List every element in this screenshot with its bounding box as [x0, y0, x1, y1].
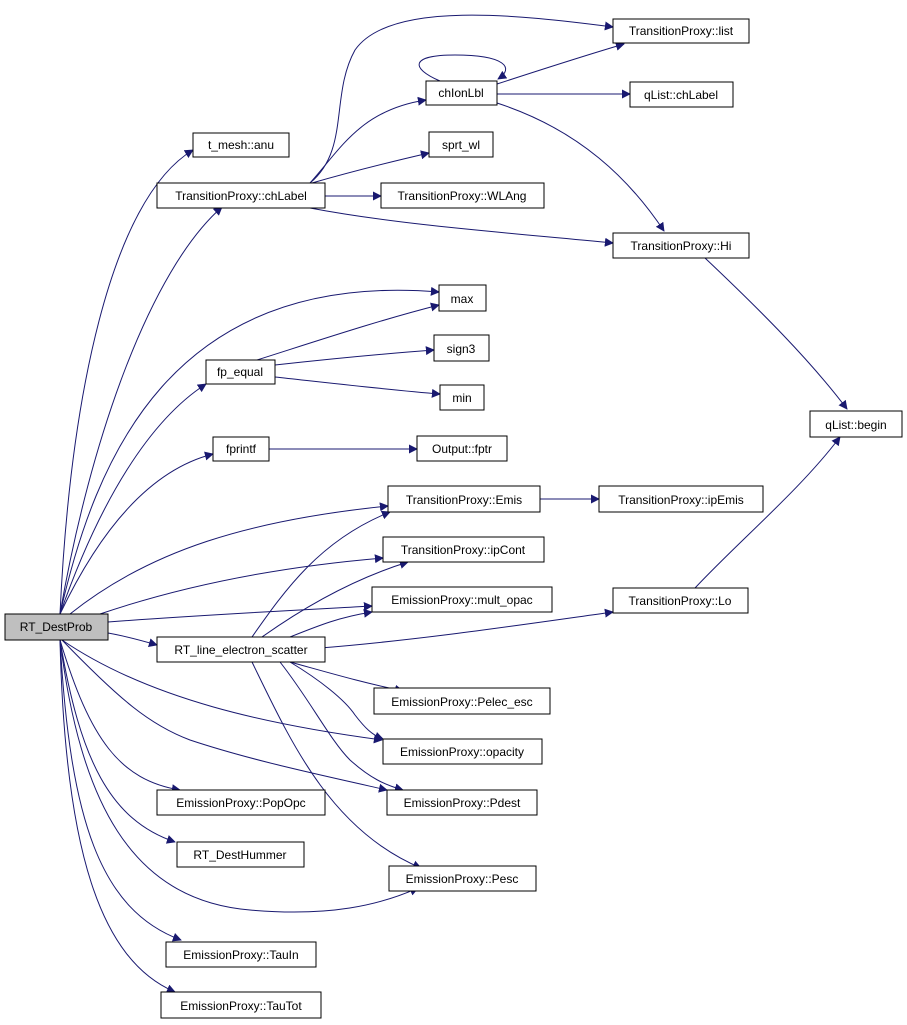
node-transitionproxy-wlang[interactable]: TransitionProxy::WLAng [380, 182, 545, 209]
node-transitionproxy-lo[interactable]: TransitionProxy::Lo [612, 587, 749, 614]
node-label: Output::fptr [432, 442, 492, 456]
node-max[interactable]: max [438, 284, 487, 312]
node-chionlbl[interactable]: chIonLbl [425, 80, 498, 106]
node-label: t_mesh::anu [208, 138, 274, 152]
node-emissionproxy-tautot[interactable]: EmissionProxy::TauTot [160, 991, 322, 1019]
edge-chionlbl-list [496, 41, 625, 85]
node-label: sprt_wl [442, 138, 480, 152]
edge-hi-begin [704, 257, 848, 410]
edge-chionlbl-self [418, 54, 508, 82]
node-label: sign3 [447, 342, 476, 356]
node-transitionproxy-list[interactable]: TransitionProxy::list [612, 18, 750, 44]
node-label: TransitionProxy::ipCont [401, 543, 526, 557]
node-emissionproxy-mult-opac[interactable]: EmissionProxy::mult_opac [371, 586, 553, 613]
node-transitionproxy-chlabel[interactable]: TransitionProxy::chLabel [156, 182, 326, 209]
node-label: RT_DestHummer [193, 848, 286, 862]
node-rt-desthummer[interactable]: RT_DestHummer [176, 841, 305, 868]
node-label: RT_line_electron_scatter [174, 643, 307, 657]
node-label: TransitionProxy::chLabel [175, 189, 307, 203]
node-qlist-chlabel[interactable]: qList::chLabel [629, 81, 734, 108]
node-emissionproxy-pdest[interactable]: EmissionProxy::Pdest [386, 789, 538, 816]
node-label: EmissionProxy::Pelec_esc [391, 695, 532, 709]
edge-fpequal-max [256, 302, 440, 361]
node-label: chIonLbl [438, 86, 483, 100]
node-label: qList::chLabel [644, 88, 718, 102]
node-t-mesh-anu[interactable]: t_mesh::anu [192, 132, 290, 158]
edge-root-emis [69, 502, 389, 615]
edge-linescat-ipcont [261, 560, 409, 638]
node-label: EmissionProxy::Pdest [404, 796, 521, 810]
edge-chlabel-sprtwl [311, 150, 430, 184]
node-transitionproxy-ipemis[interactable]: TransitionProxy::ipEmis [598, 485, 764, 513]
edge-root-tautot [59, 639, 176, 993]
node-label: TransitionProxy::list [629, 24, 734, 38]
edge-linescat-pesc [251, 661, 422, 870]
edge-root-anu [59, 149, 194, 615]
edge-root-fprintf [59, 451, 214, 615]
edge-root-fpequal [59, 383, 207, 615]
node-fp-equal[interactable]: fp_equal [205, 359, 276, 385]
node-label: TransitionProxy::ipEmis [618, 493, 744, 507]
edge-linescat-emis [251, 510, 391, 638]
edges [59, 14, 848, 993]
node-label: EmissionProxy::mult_opac [391, 593, 532, 607]
edge-linescat-pelec [289, 661, 404, 694]
edge-root-tauin [59, 639, 182, 942]
edge-root-pdest [61, 639, 388, 793]
edge-root-max [59, 286, 440, 615]
edge-root-multopac [107, 601, 373, 623]
node-min[interactable]: min [439, 384, 485, 411]
node-label: TransitionProxy::Hi [631, 239, 732, 253]
node-rt-line-electron-scatter[interactable]: RT_line_electron_scatter [156, 636, 326, 663]
node-transitionproxy-ipcont[interactable]: TransitionProxy::ipCont [382, 536, 545, 563]
node-qlist-begin[interactable]: qList::begin [809, 410, 903, 438]
node-emissionproxy-popopc[interactable]: EmissionProxy::PopOpc [156, 789, 326, 816]
node-label: EmissionProxy::opacity [400, 745, 524, 759]
node-label: fp_equal [217, 365, 263, 379]
edge-root-hummer [59, 639, 176, 844]
node-emissionproxy-pelec-esc[interactable]: EmissionProxy::Pelec_esc [373, 687, 551, 715]
node-label: TransitionProxy::Emis [406, 493, 522, 507]
node-label: fprintf [226, 442, 257, 456]
node-fprintf[interactable]: fprintf [212, 436, 270, 462]
edge-linescat-pdest [279, 661, 404, 793]
edge-root-opacity [61, 639, 383, 744]
edge-chlabel-chionlbl [309, 96, 427, 184]
edge-chlabel-list [309, 14, 614, 184]
edge-chionlbl-hi [496, 102, 665, 232]
edge-fpequal-min [274, 376, 441, 398]
node-label: EmissionProxy::TauTot [180, 999, 302, 1013]
node-sign3[interactable]: sign3 [433, 334, 490, 362]
nodes: RT_DestProb t_mesh::anu TransitionProxy:… [4, 18, 903, 1019]
edge-linescat-opacity [289, 661, 384, 741]
edge-linescat-lo [319, 608, 614, 649]
edge-linescat-multopac [289, 608, 373, 638]
edge-root-chlabel [59, 206, 223, 615]
node-transitionproxy-emis[interactable]: TransitionProxy::Emis [387, 485, 541, 513]
edge-fpequal-sign3 [274, 346, 435, 366]
edge-root-ipcont [99, 554, 384, 615]
edge-root-pesc [59, 639, 419, 913]
node-emissionproxy-pesc[interactable]: EmissionProxy::Pesc [388, 865, 537, 892]
node-transitionproxy-hi[interactable]: TransitionProxy::Hi [612, 232, 750, 259]
node-label: TransitionProxy::WLAng [398, 189, 527, 203]
edge-root-linescat [107, 632, 158, 648]
node-label: max [451, 292, 474, 306]
node-label: EmissionProxy::TauIn [183, 948, 298, 962]
node-label: EmissionProxy::Pesc [406, 872, 519, 886]
node-label: RT_DestProb [20, 620, 93, 634]
edge-lo-begin [694, 436, 841, 589]
node-label: min [452, 391, 471, 405]
node-label: TransitionProxy::Lo [629, 594, 732, 608]
node-output-fptr[interactable]: Output::fptr [416, 435, 508, 462]
node-label: EmissionProxy::PopOpc [176, 796, 305, 810]
node-emissionproxy-tauin[interactable]: EmissionProxy::TauIn [165, 941, 317, 968]
node-sprt-wl[interactable]: sprt_wl [428, 131, 494, 158]
edge-root-popopc [59, 639, 181, 794]
node-label: qList::begin [825, 418, 886, 432]
node-rt-destprob[interactable]: RT_DestProb [4, 613, 109, 641]
edge-chlabel-hi [309, 207, 614, 247]
node-emissionproxy-opacity[interactable]: EmissionProxy::opacity [382, 738, 543, 765]
